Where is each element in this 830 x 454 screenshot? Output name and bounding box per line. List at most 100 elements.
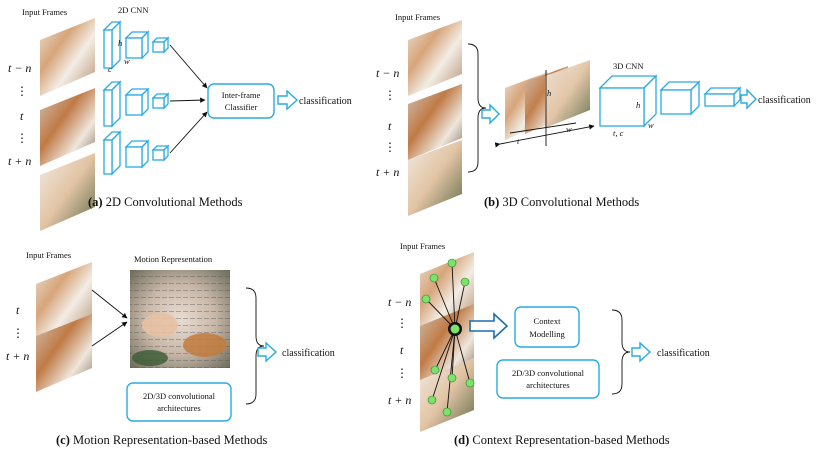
frame-image	[420, 304, 474, 382]
output-arrow	[740, 88, 757, 110]
input-frames-label: Input Frames	[22, 7, 67, 17]
cnn-block	[102, 20, 170, 70]
caption-c-text: Motion Representation-based Methods	[70, 433, 268, 447]
time-dots: ⋮	[16, 131, 28, 145]
cnn-label: 3D CNN	[613, 61, 643, 71]
frame-image	[40, 88, 95, 166]
caption-c: (c) Motion Representation-based Methods	[56, 433, 268, 447]
time-label: t	[20, 109, 24, 123]
caption-b-tag: (b)	[484, 195, 499, 209]
classifier-line2: Classifier	[225, 102, 258, 112]
cnn-label: 2D CNN	[118, 5, 148, 15]
time-dots: ⋮	[16, 84, 28, 98]
inter-frame-classifier-box	[207, 83, 275, 119]
caption-d-text: Context Representation-based Methods	[469, 433, 669, 447]
context-graph	[421, 258, 475, 417]
time-dots: ⋮	[12, 326, 24, 340]
input-frames-label: Input Frames	[395, 12, 440, 22]
frame-image	[40, 153, 95, 231]
frame-image	[408, 20, 462, 96]
axis-h-label: h	[547, 88, 551, 98]
cube-tc-label: t, c	[613, 128, 624, 138]
frame-image	[36, 314, 92, 392]
motion-subject	[142, 313, 178, 337]
axis-t-label: t	[517, 136, 520, 146]
flow-arrow	[169, 44, 208, 89]
frame-image	[40, 18, 95, 96]
arch-line1: 2D/3D convolutional	[143, 391, 216, 401]
cnn-block	[102, 80, 170, 128]
time-dots: ⋮	[396, 366, 408, 380]
input-frames-label: Input Frames	[400, 241, 445, 251]
caption-c-tag: (c)	[56, 433, 70, 447]
classification-label: classification	[758, 95, 811, 106]
flow-arrow	[91, 289, 128, 319]
time-dots: ⋮	[384, 88, 396, 102]
motion-label: Motion Representation	[134, 254, 213, 264]
time-label: t	[388, 119, 392, 133]
caption-b: (b) 3D Convolutional Methods	[484, 195, 639, 209]
caption-d-tag: (d)	[454, 433, 469, 447]
caption-a-text: 2D Convolutional Methods	[103, 195, 243, 209]
output-arrow	[277, 89, 299, 111]
arch-line2: architectures	[157, 403, 200, 413]
method-brace	[611, 309, 631, 395]
time-dots: ⋮	[384, 140, 396, 154]
dim-w-label: w	[124, 56, 130, 66]
time-label: t + n	[388, 393, 411, 407]
frame-image	[420, 358, 474, 432]
frame-image	[408, 140, 462, 216]
time-label: t − n	[8, 61, 31, 75]
panel-c: Input Frames Motion Representation t ⋮ t…	[6, 250, 335, 447]
classification-label: classification	[299, 96, 352, 107]
time-label: t + n	[376, 165, 399, 179]
caption-a: (a) 2D Convolutional Methods	[88, 195, 243, 209]
output-arrow	[631, 341, 652, 363]
volume-frame	[545, 60, 590, 128]
classification-label: classification	[657, 348, 710, 359]
axis-w-label: w	[566, 124, 572, 134]
cnn-block	[598, 74, 742, 128]
flow-arrow	[169, 111, 208, 154]
axis-t	[494, 124, 595, 148]
cube-w-label: w	[648, 120, 654, 130]
panel-d: Input Frames t − n ⋮ t ⋮ t + n	[388, 241, 710, 447]
flow-arrow	[169, 97, 206, 103]
caption-a-tag: (a)	[88, 195, 103, 209]
architectures-box	[126, 382, 232, 422]
panel-b: Input Frames t − n ⋮ t ⋮ t + n h w t 3D …	[376, 12, 811, 216]
context-line2: Modelling	[529, 329, 565, 339]
architectures-box	[496, 359, 600, 399]
cube-h-label: h	[636, 100, 640, 110]
motion-subject	[183, 333, 227, 357]
caption-b-text: 3D Convolutional Methods	[499, 195, 639, 209]
flow-arrow	[91, 321, 128, 347]
time-label: t	[400, 343, 404, 357]
dim-h-label: h	[118, 38, 122, 48]
input-arrow	[481, 103, 500, 125]
context-line1: Context	[534, 316, 562, 326]
arch-line2: architectures	[526, 380, 569, 390]
dim-c-label: c	[108, 64, 112, 74]
panel-a: Input Frames 2D CNN t − n ⋮ t ⋮ t + n h …	[8, 5, 352, 231]
cnn-block	[102, 130, 170, 176]
time-label: t − n	[388, 295, 411, 309]
output-arrow	[257, 341, 278, 363]
time-label: t + n	[6, 349, 29, 363]
classifier-line1: Inter-frame	[222, 90, 261, 100]
time-label: t − n	[376, 66, 399, 80]
motion-subject	[132, 350, 168, 366]
caption-d: (d) Context Representation-based Methods	[454, 433, 670, 447]
context-arrow	[469, 312, 509, 340]
time-label: t	[16, 303, 20, 317]
frame-image	[408, 84, 462, 160]
context-modelling-box	[514, 306, 580, 348]
time-label: t + n	[8, 154, 31, 168]
frames-brace	[467, 43, 487, 173]
arch-line1: 2D/3D convolutional	[512, 368, 585, 378]
method-brace	[245, 287, 265, 405]
classification-label: classification	[282, 348, 335, 359]
time-dots: ⋮	[396, 316, 408, 330]
input-frames-label: Input Frames	[26, 250, 71, 260]
